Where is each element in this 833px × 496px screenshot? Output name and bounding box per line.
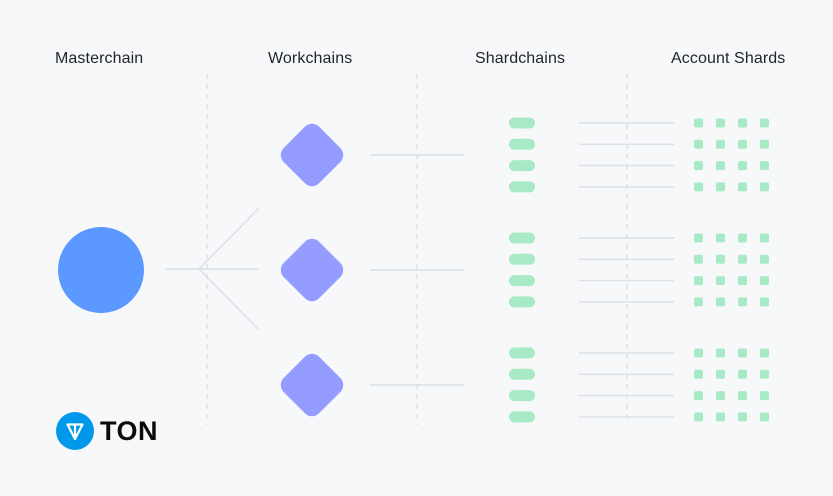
account-shard-node [694,139,703,149]
shardchain-node [509,232,535,244]
account-shard-node [716,297,725,307]
workchain-node [280,238,344,302]
account-shard-node [760,254,769,264]
ton-logo-text: TON [100,415,159,446]
account-shard-node [716,161,725,171]
shardchain-node [509,160,535,172]
account-shard-node [760,161,769,171]
shardchain-node [509,390,535,402]
shardchain-node [509,296,535,308]
account-shard-node [760,348,769,358]
ton-logo: TON [56,412,158,450]
account-shard-node [716,233,725,243]
account-shard-node [738,369,747,379]
account-shard-node [716,254,725,264]
account-shard-node [716,369,725,379]
shardchains-header: Shardchains [475,50,566,67]
fork-branch [198,268,260,331]
masterchain-header: Masterchain [55,50,144,67]
account-shard-node [716,118,725,128]
account-shard-node [694,348,703,358]
account-shard-node [738,118,747,128]
fork-branch [198,207,260,270]
account-shard-node [694,276,703,286]
account-shard-node [738,254,747,264]
account-shard-node [760,276,769,286]
account-shard-node [694,254,703,264]
connector-lines [165,122,674,418]
shardchain-node [509,138,535,150]
account-shard-node [738,276,747,286]
account-shard-node [760,391,769,401]
shardchain-node [509,275,535,287]
account-shard-node [716,391,725,401]
account-shard-node [694,161,703,171]
account-shard-node [760,297,769,307]
account-shard-node [716,182,725,192]
shardchain-node [509,368,535,380]
account-shard-node [716,412,725,422]
account-shard-node [694,182,703,192]
workchains-header: Workchains [268,50,353,67]
account-shard-node [694,118,703,128]
account-shard-node [716,139,725,149]
shardchain-node [509,347,535,359]
account-shard-node [738,182,747,192]
account-shard-node [738,348,747,358]
account-shard-node [694,391,703,401]
account-shard-node [716,348,725,358]
masterchain-node [58,227,144,313]
ton-diamond-icon [56,412,94,450]
account-shard-node [760,412,769,422]
account-shard-node [760,233,769,243]
workchain-nodes [280,123,344,417]
shardchain-node [509,117,535,129]
shardchain-node [509,181,535,193]
account-shard-node [694,233,703,243]
shardchain-nodes [509,117,535,423]
account-shard-node [738,412,747,422]
account-shard-node [716,276,725,286]
workchain-node [280,123,344,187]
account-shard-node [760,139,769,149]
account-shard-nodes [694,118,769,422]
account-shard-node [738,233,747,243]
shardchain-node [509,411,535,423]
account-shard-node [694,297,703,307]
shardchain-node [509,253,535,265]
workchain-node [280,353,344,417]
account-shards-header: Account Shards [671,50,786,67]
account-shard-node [738,139,747,149]
account-shard-node [760,118,769,128]
account-shard-node [760,182,769,192]
column-dividers [206,74,628,425]
account-shard-node [738,161,747,171]
account-shard-node [694,369,703,379]
account-shard-node [694,412,703,422]
account-shard-node [760,369,769,379]
account-shard-node [738,391,747,401]
account-shard-node [738,297,747,307]
